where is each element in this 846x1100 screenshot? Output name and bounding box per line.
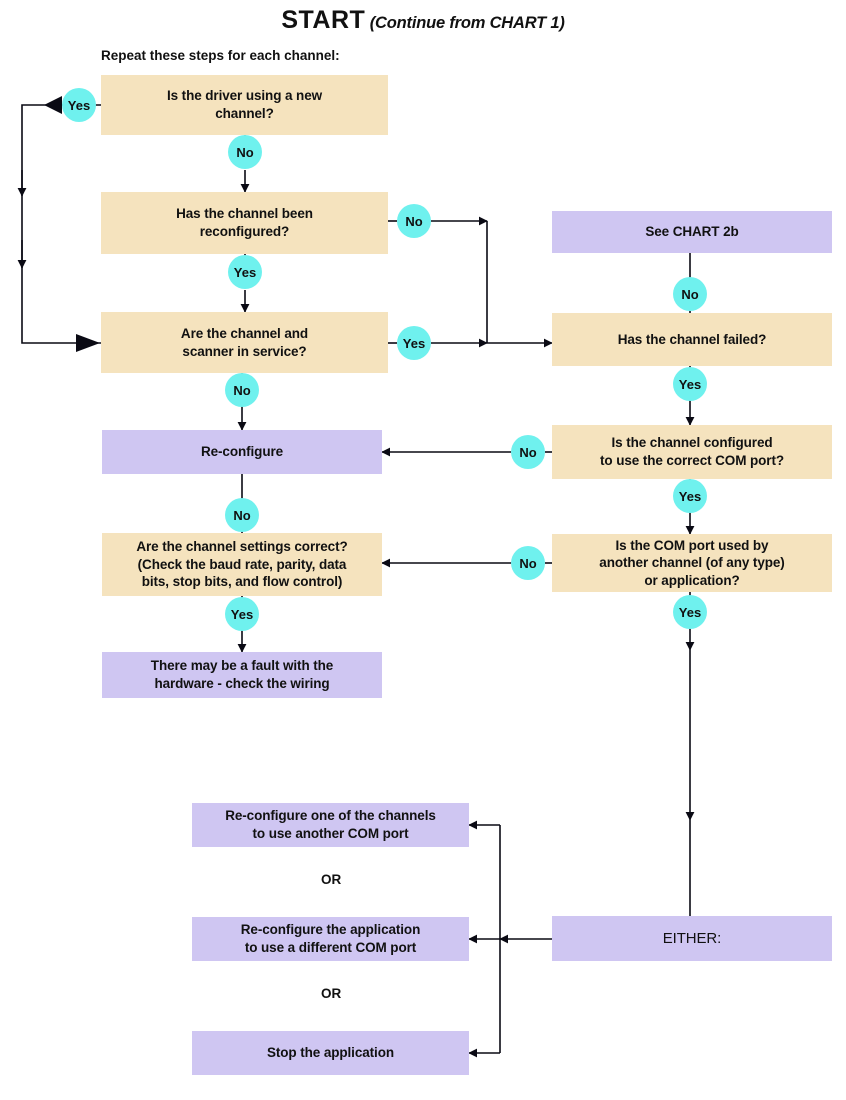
node-label: Re-configure — [200, 444, 284, 460]
node-reconfigure: Re-configure — [102, 430, 382, 474]
edge-label-failed-yes: Yes — [673, 367, 707, 401]
edge-label-failed-no: No — [673, 277, 707, 311]
node-stop-application: Stop the application — [192, 1031, 469, 1075]
or-connector-1: OR — [321, 872, 342, 887]
edge-label-in-service-yes: Yes — [397, 326, 431, 360]
node-label: EITHER: — [662, 929, 722, 947]
arrowhead-left-loop-into-inservice — [76, 334, 100, 352]
edge-label-com-port-no: No — [511, 435, 545, 469]
node-channel-settings-correct: Are the channel settings correct?(Check … — [102, 533, 382, 596]
edge-label-used-no: No — [511, 546, 545, 580]
node-either: EITHER: — [552, 916, 832, 961]
edge-label-in-service-no: No — [225, 373, 259, 407]
chart-title-subtitle: (Continue from CHART 1) — [369, 14, 565, 32]
edge-label-settings-no: No — [225, 498, 259, 532]
arrowhead-driver-yes — [44, 96, 62, 114]
or-connector-2: OR — [321, 986, 342, 1001]
edge-label-reconfigured-yes: Yes — [228, 255, 262, 289]
edge-label-driver-yes: Yes — [62, 88, 96, 122]
node-channel-failed: Has the channel failed? — [552, 313, 832, 366]
edge-label-used-yes: Yes — [673, 595, 707, 629]
chart-title: START (Continue from CHART 1) — [0, 6, 846, 35]
node-label: Are the channel settings correct?(Check … — [136, 539, 348, 590]
repeat-steps-caption: Repeat these steps for each channel: — [101, 48, 340, 63]
wire-left-loop-spine — [21, 104, 101, 344]
edge-label-settings-yes: Yes — [225, 597, 259, 631]
edge-label-com-port-yes: Yes — [673, 479, 707, 513]
node-label: See CHART 2b — [645, 224, 739, 240]
node-label: Stop the application — [266, 1045, 394, 1061]
node-label: Has the channel failed? — [617, 331, 767, 347]
node-see-chart-2b: See CHART 2b — [552, 211, 832, 253]
edge-label-driver-no: No — [228, 135, 262, 169]
chart-title-main: START — [281, 6, 366, 34]
edge-label-reconfigured-no: No — [397, 204, 431, 238]
